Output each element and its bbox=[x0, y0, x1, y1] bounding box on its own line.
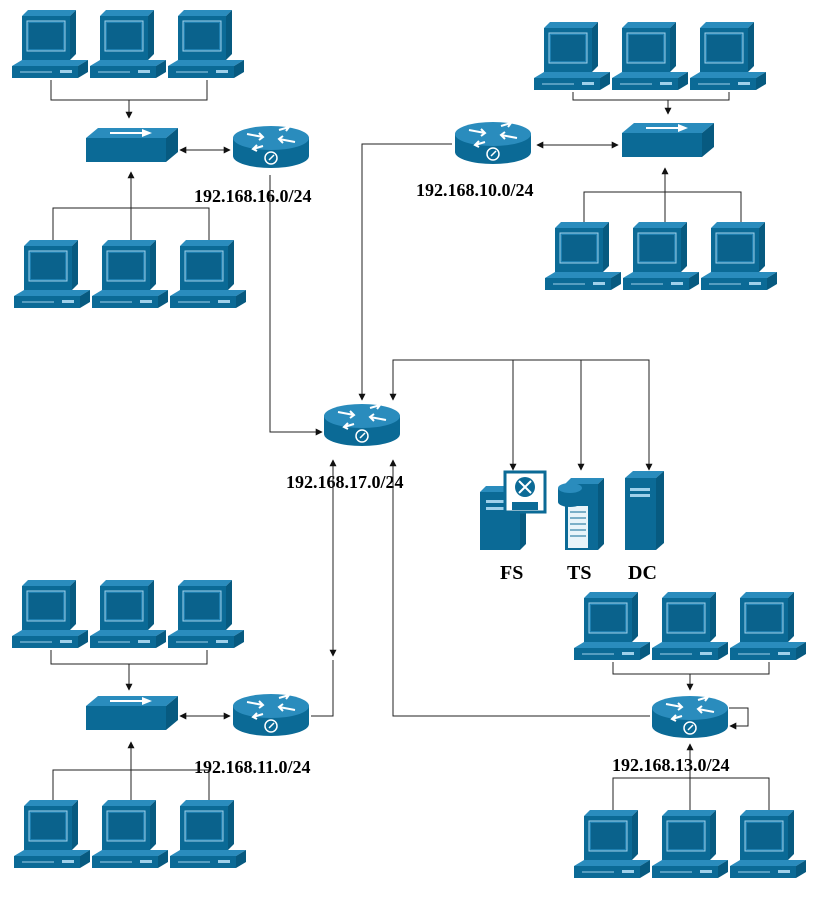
router-icon[interactable] bbox=[454, 120, 532, 165]
link-line bbox=[311, 660, 334, 717]
server-label-fs: FS bbox=[500, 562, 523, 584]
switch-icon[interactable] bbox=[621, 122, 715, 158]
domain-controller-icon[interactable] bbox=[625, 471, 664, 550]
switch-icon[interactable] bbox=[85, 695, 179, 731]
workstation-icon[interactable] bbox=[91, 239, 169, 309]
file-server-icon[interactable] bbox=[480, 470, 547, 550]
subnet-13-group: 192.168.13.0/24 bbox=[573, 591, 807, 879]
router-icon[interactable] bbox=[651, 694, 729, 739]
router-icon[interactable] bbox=[232, 124, 310, 169]
link-line bbox=[583, 191, 742, 222]
switch-icon[interactable] bbox=[85, 127, 179, 163]
server-label-dc: DC bbox=[628, 562, 657, 584]
link-line bbox=[358, 143, 452, 401]
subnet-16-group: 192.168.16.0/24 bbox=[11, 9, 312, 309]
server-label-ts: TS bbox=[567, 562, 591, 584]
workstation-icon[interactable] bbox=[729, 809, 807, 879]
link-line bbox=[612, 662, 770, 690]
subnet-label-11: 192.168.11.0/24 bbox=[194, 757, 311, 777]
link-line bbox=[52, 769, 210, 800]
terminal-server-icon[interactable] bbox=[558, 478, 604, 550]
subnet-label-13: 192.168.13.0/24 bbox=[612, 755, 730, 775]
link-line bbox=[269, 175, 323, 436]
workstation-icon[interactable] bbox=[91, 799, 169, 869]
link-line bbox=[612, 777, 770, 810]
workstation-icon[interactable] bbox=[169, 799, 247, 869]
link-line bbox=[52, 207, 210, 240]
core-group: 192.168.17.0/24 bbox=[269, 143, 653, 717]
workstation-icon[interactable] bbox=[13, 239, 91, 309]
link-line bbox=[50, 650, 208, 690]
workstation-icon[interactable] bbox=[544, 221, 622, 291]
workstation-icon[interactable] bbox=[573, 809, 651, 879]
link-line bbox=[393, 460, 650, 717]
workstation-icon[interactable] bbox=[13, 799, 91, 869]
link-line bbox=[50, 80, 208, 118]
link-line bbox=[729, 707, 749, 730]
workstation-icon[interactable] bbox=[573, 591, 651, 661]
workstation-icon[interactable] bbox=[729, 591, 807, 661]
subnet-11-group: 192.168.11.0/24 bbox=[11, 579, 334, 869]
workstation-icon[interactable] bbox=[700, 221, 778, 291]
workstation-icon[interactable] bbox=[622, 221, 700, 291]
link-line bbox=[389, 359, 653, 471]
subnet-10-group: 192.168.10.0/24 bbox=[416, 21, 778, 291]
workstation-icon[interactable] bbox=[533, 21, 611, 91]
subnet-label-17: 192.168.17.0/24 bbox=[286, 472, 404, 492]
workstation-icon[interactable] bbox=[689, 21, 767, 91]
subnet-label-10: 192.168.10.0/24 bbox=[416, 180, 534, 200]
workstation-icon[interactable] bbox=[11, 9, 89, 79]
core-router-icon[interactable] bbox=[323, 402, 401, 447]
subnet-label-16: 192.168.16.0/24 bbox=[194, 186, 312, 206]
workstation-icon[interactable] bbox=[169, 239, 247, 309]
workstation-icon[interactable] bbox=[167, 9, 245, 79]
workstation-icon[interactable] bbox=[89, 9, 167, 79]
workstation-icon[interactable] bbox=[89, 579, 167, 649]
link-line bbox=[572, 92, 730, 114]
workstation-icon[interactable] bbox=[167, 579, 245, 649]
workstation-icon[interactable] bbox=[651, 809, 729, 879]
workstation-icon[interactable] bbox=[611, 21, 689, 91]
servers-group: FS TS DC bbox=[480, 470, 664, 584]
workstation-icon[interactable] bbox=[11, 579, 89, 649]
workstation-icon[interactable] bbox=[651, 591, 729, 661]
router-icon[interactable] bbox=[232, 692, 310, 737]
